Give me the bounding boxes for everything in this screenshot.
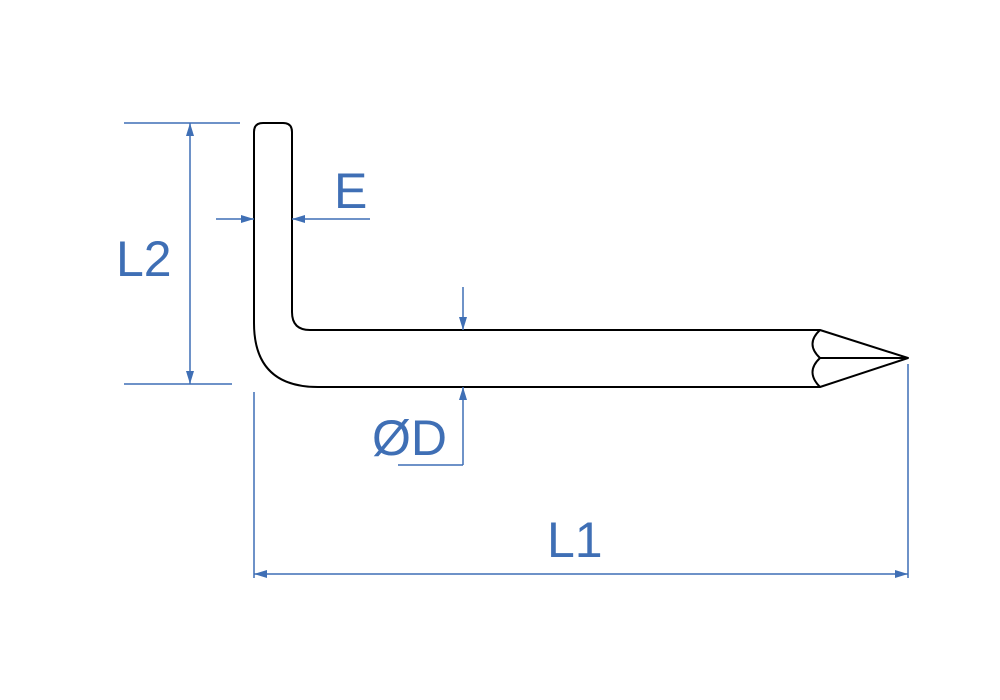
d-arrow-top (459, 317, 467, 330)
d-arrow-bottom (459, 387, 467, 400)
e-arrow-left (241, 215, 254, 223)
label-d: ØD (372, 410, 447, 466)
l2-arrow-bottom (186, 371, 194, 384)
e-arrow-right (292, 215, 305, 223)
label-l1: L1 (547, 512, 603, 568)
nail-body-outline (253, 122, 909, 388)
nail-outline (253, 122, 909, 388)
nail-tip-facet-upper (811, 329, 821, 359)
l1-arrow-left (254, 570, 267, 578)
dimension-lines (124, 122, 909, 578)
dimension-labels: L2 E ØD L1 (116, 163, 603, 568)
label-l2: L2 (116, 231, 172, 287)
label-e: E (334, 163, 367, 219)
l2-arrow-top (186, 123, 194, 136)
nail-tip-facet-lower (811, 357, 821, 388)
l1-arrow-right (895, 570, 908, 578)
